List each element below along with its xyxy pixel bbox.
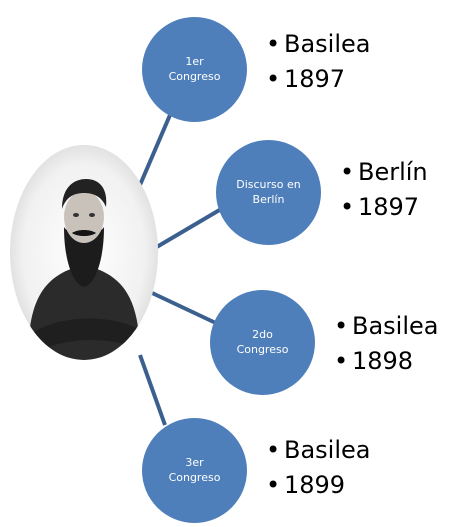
node-discurso-berlin: Discurso en Berlín [216, 140, 321, 245]
connector-line-3 [149, 290, 221, 327]
connector-line-4 [138, 354, 167, 426]
portrait-photo [10, 145, 158, 360]
node-label: 3er Congreso [168, 456, 221, 484]
connector-line-2 [153, 203, 230, 250]
portrait-icon [10, 145, 158, 360]
bullet-item: •1899 [266, 471, 346, 499]
bullet-item: •1897 [266, 65, 346, 93]
bullet-item: •1897 [340, 193, 420, 221]
connector-line-1 [138, 107, 175, 186]
node-label: 2do Congreso [236, 328, 289, 356]
node-1er-congreso: 1er Congreso [142, 17, 247, 122]
bullet-item: •Basilea [266, 30, 371, 58]
node-label: 1er Congreso [168, 55, 221, 83]
bullet-item: •1898 [334, 347, 414, 375]
bullet-list-1: •Basilea •1897 [266, 27, 370, 97]
bullet-list-3: •Basilea •1898 [334, 309, 438, 379]
bullet-list-2: •Berlín •1897 [340, 155, 428, 225]
node-3er-congreso: 3er Congreso [142, 418, 247, 523]
node-2do-congreso: 2do Congreso [210, 290, 315, 395]
bullet-item: •Basilea [334, 312, 439, 340]
bullet-list-4: •Basilea •1899 [266, 433, 370, 503]
bullet-item: •Berlín [340, 158, 428, 186]
bullet-item: •Basilea [266, 436, 371, 464]
node-label: Discurso en Berlín [236, 178, 301, 206]
